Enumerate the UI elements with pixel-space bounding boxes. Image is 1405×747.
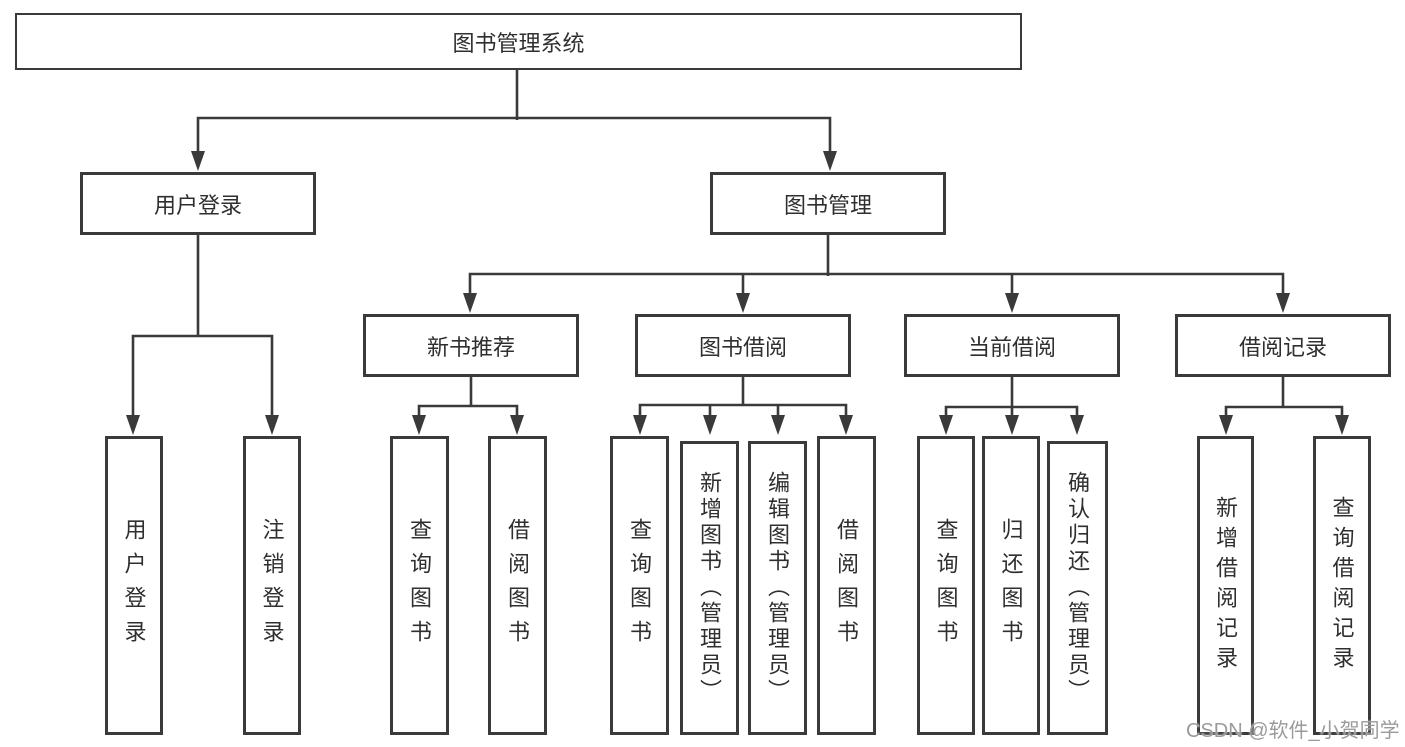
leaf-label: 查询图书: [407, 517, 433, 654]
node-label: 用户登录: [153, 192, 242, 218]
leaf-user-login: 用户登录: [105, 436, 163, 735]
leaf-label: 注销登录: [259, 517, 285, 654]
node-borrowing-records: 借阅记录: [1175, 314, 1391, 377]
leaf-label: 用户登录: [121, 517, 147, 654]
node-label: 当前借阅: [967, 334, 1056, 360]
leaf-label: 查询图书: [627, 517, 653, 654]
node-book-borrowing: 图书借阅: [635, 314, 851, 377]
node-current-borrowing: 当前借阅: [904, 314, 1120, 377]
leaf-borrow-query-books: 查询图书: [610, 436, 669, 735]
leaf-return-books: 归还图书: [982, 436, 1040, 735]
leaf-label: 查询借阅记录: [1329, 495, 1355, 676]
node-label: 图书借阅: [698, 334, 787, 360]
node-user-login: 用户登录: [80, 172, 316, 235]
node-label: 借阅记录: [1238, 334, 1327, 360]
leaf-query-borrow-record: 查询借阅记录: [1313, 436, 1371, 735]
leaf-confirm-return-admin: 确认归还（管理员）: [1047, 441, 1108, 735]
leaf-label: 新增图书（管理员）: [697, 471, 723, 705]
node-label: 新书推荐: [426, 334, 515, 360]
leaf-label: 新增借阅记录: [1213, 495, 1239, 676]
leaf-label: 归还图书: [998, 517, 1024, 654]
leaf-label: 借阅图书: [834, 517, 860, 654]
leaf-current-query-books: 查询图书: [917, 436, 975, 735]
leaf-borrow-books: 借阅图书: [817, 436, 876, 735]
node-label: 图书管理: [783, 192, 872, 218]
node-book-management: 图书管理: [710, 172, 946, 235]
leaf-newbook-borrow-books: 借阅图书: [488, 436, 547, 735]
leaf-label: 查询图书: [933, 517, 959, 654]
node-label: 图书管理系统: [452, 30, 585, 56]
leaf-label: 借阅图书: [505, 517, 531, 654]
leaf-edit-books-admin: 编辑图书（管理员）: [748, 441, 807, 735]
leaf-add-books-admin: 新增图书（管理员）: [680, 441, 739, 735]
leaf-add-borrow-record: 新增借阅记录: [1197, 436, 1254, 735]
node-new-book-recommend: 新书推荐: [363, 314, 579, 377]
leaf-logout: 注销登录: [243, 436, 301, 735]
leaf-newbook-query-books: 查询图书: [390, 436, 449, 735]
csdn-watermark: CSDN @软件_小贺同学: [1186, 720, 1400, 742]
node-library-management-system: 图书管理系统: [15, 13, 1022, 70]
leaf-label: 确认归还（管理员）: [1065, 471, 1091, 705]
leaf-label: 编辑图书（管理员）: [765, 471, 791, 705]
